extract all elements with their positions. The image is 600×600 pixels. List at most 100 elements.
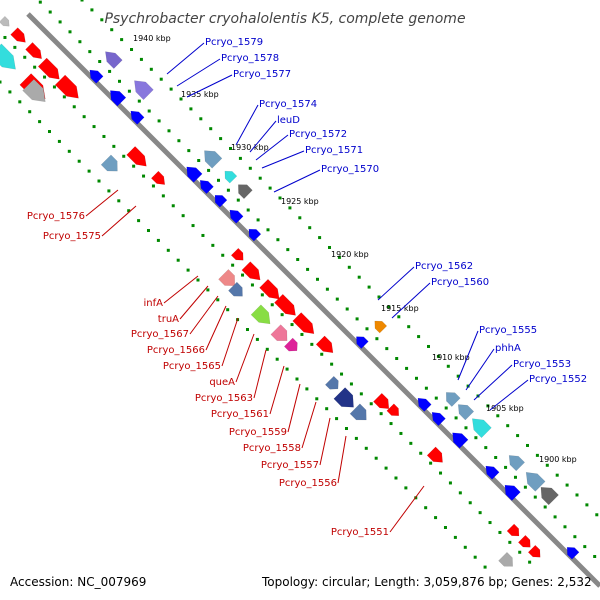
gene-label-reverse: Pcryo_1572 bbox=[289, 129, 347, 140]
tick-dot bbox=[593, 554, 597, 558]
tick-dot bbox=[117, 199, 121, 203]
gene-callouts: Pcryo_1579Pcryo_1578Pcryo_1577Pcryo_1574… bbox=[27, 37, 587, 538]
tick-dot bbox=[241, 273, 245, 277]
gene-label-reverse: Pcryo_1552 bbox=[529, 374, 587, 385]
tick-dot bbox=[583, 545, 587, 549]
tick-dot bbox=[118, 79, 122, 83]
tick-dot bbox=[120, 38, 124, 42]
forward-gene-box bbox=[218, 269, 236, 286]
tick-dot bbox=[216, 178, 220, 182]
kbp-label: 1910 kbp bbox=[432, 353, 470, 362]
tick-dot bbox=[132, 164, 136, 168]
topology-text: Topology: circular; Length: 3,059,876 bp… bbox=[261, 575, 592, 589]
gene-label-forward: Pcryo_1567 bbox=[131, 329, 189, 340]
tick-dot bbox=[464, 426, 468, 430]
tick-dot bbox=[108, 69, 112, 73]
tick-dot bbox=[533, 495, 537, 499]
forward-gene-box bbox=[270, 324, 288, 342]
reverse-gene bbox=[199, 180, 214, 195]
tick-dot bbox=[18, 100, 22, 104]
tick-dot bbox=[290, 323, 294, 327]
reverse-gene bbox=[89, 69, 104, 84]
tick-dot bbox=[367, 285, 371, 289]
gene-label-forward: infA bbox=[144, 298, 164, 309]
tick-dot bbox=[345, 307, 349, 311]
tick-dot bbox=[278, 196, 282, 200]
tick-dot bbox=[286, 248, 290, 252]
reverse-gene-box bbox=[374, 320, 388, 334]
tick-dot bbox=[404, 486, 408, 490]
tick-dot bbox=[196, 278, 200, 282]
tick-dot bbox=[484, 446, 488, 450]
forward-gene bbox=[54, 74, 79, 99]
tick-dot bbox=[258, 176, 262, 180]
tick-dot bbox=[300, 332, 304, 336]
tick-dot bbox=[159, 77, 163, 81]
tick-dot bbox=[98, 60, 102, 64]
tick-dot bbox=[176, 258, 180, 262]
tick-dot bbox=[375, 337, 379, 341]
tick-dot bbox=[407, 325, 411, 329]
tick-dot bbox=[3, 35, 7, 39]
tick-dot bbox=[439, 471, 443, 475]
tick-dot bbox=[189, 107, 193, 111]
tick-dot bbox=[394, 476, 398, 480]
tick-dot bbox=[528, 560, 532, 564]
tick-dot bbox=[563, 525, 567, 529]
kbp-label: 1915 kbp bbox=[381, 304, 419, 313]
tick-dot bbox=[318, 236, 322, 240]
tick-dot bbox=[181, 214, 185, 218]
kbp-label: 1905 kbp bbox=[486, 404, 524, 413]
tick-dot bbox=[231, 263, 235, 267]
gene-label-forward: Pcryo_1559 bbox=[229, 427, 287, 438]
tick-dot bbox=[186, 268, 190, 272]
tick-dot bbox=[97, 179, 101, 183]
forward-gene bbox=[426, 446, 443, 463]
forward-gene-box bbox=[498, 551, 513, 567]
gene-label-forward: Pcryo_1557 bbox=[261, 460, 319, 471]
tick-dot bbox=[107, 189, 111, 193]
tick-dot bbox=[57, 139, 61, 143]
tick-dot bbox=[285, 367, 289, 371]
tick-dot bbox=[199, 117, 203, 121]
tick-dot bbox=[87, 169, 91, 173]
tick-dot bbox=[166, 248, 170, 252]
tick-dot bbox=[23, 55, 27, 59]
tick-dot bbox=[206, 288, 210, 292]
tick-dot bbox=[325, 407, 329, 411]
tick-dot bbox=[335, 297, 339, 301]
gene-label-reverse: leuD bbox=[277, 115, 300, 126]
forward-gene-box bbox=[283, 337, 298, 352]
tick-dot bbox=[201, 233, 205, 237]
tick-dot bbox=[448, 481, 452, 485]
callout-line bbox=[489, 379, 529, 411]
gene-label-forward: Pcryo_1551 bbox=[331, 527, 389, 538]
tick-dot bbox=[47, 130, 51, 134]
callout-line bbox=[255, 134, 289, 161]
tick-dot bbox=[553, 515, 557, 519]
tick-dot bbox=[379, 412, 383, 416]
tick-dot bbox=[496, 414, 500, 418]
tick-dot bbox=[478, 511, 482, 515]
tick-dot bbox=[344, 427, 348, 431]
gene-label-forward: Pcryo_1558 bbox=[243, 443, 301, 454]
tick-dot bbox=[369, 402, 373, 406]
tick-dot bbox=[585, 503, 589, 507]
tick-dot bbox=[77, 159, 81, 163]
tick-dot bbox=[429, 461, 433, 465]
tick-dot bbox=[38, 0, 42, 4]
reverse-gene-box bbox=[238, 184, 253, 200]
tick-dot bbox=[256, 218, 260, 222]
tick-dot bbox=[320, 352, 324, 356]
forward-gene bbox=[259, 278, 280, 300]
tick-dot bbox=[488, 521, 492, 525]
callout-line bbox=[166, 42, 205, 75]
tick-dot bbox=[260, 293, 264, 297]
tick-dot bbox=[130, 47, 134, 51]
tick-dot bbox=[177, 139, 181, 143]
tick-dot bbox=[575, 493, 579, 497]
tick-dot bbox=[156, 238, 160, 242]
tick-dot bbox=[436, 354, 440, 358]
tick-dot bbox=[374, 456, 378, 460]
